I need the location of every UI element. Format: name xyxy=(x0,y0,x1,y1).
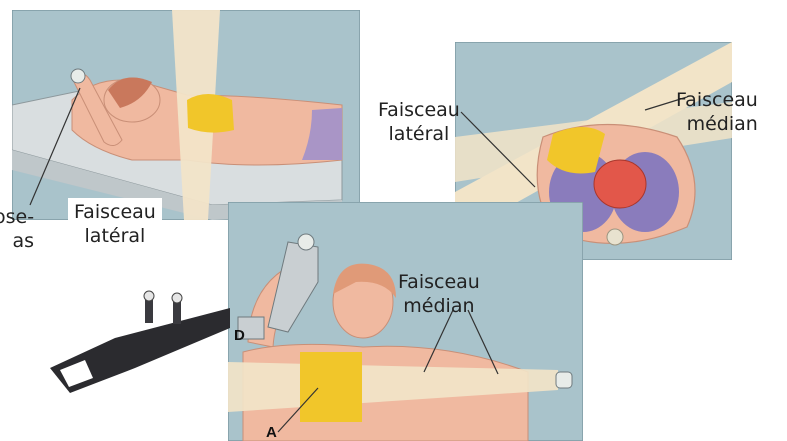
cross-section-medial-beam-label: Faisceau médian xyxy=(676,88,758,136)
lateral-view-panel xyxy=(12,10,360,220)
front-view-medial-beam-label: Faisceau médian xyxy=(398,270,480,318)
immobilization-device-shape xyxy=(45,288,235,398)
top-left-cut-label: ose- as xyxy=(0,205,34,253)
front-view-panel xyxy=(228,202,583,441)
top-left-lateral-beam-label: Faisceau latéral xyxy=(68,198,162,250)
immobilization-device-image xyxy=(45,288,235,398)
cross-section-lateral-beam-label: Faisceau latéral xyxy=(378,98,460,146)
front-view-illustration xyxy=(228,202,583,441)
lateral-view-illustration xyxy=(12,10,360,220)
front-view-letter-d: D xyxy=(234,327,245,344)
front-view-letter-a: A xyxy=(266,424,277,441)
